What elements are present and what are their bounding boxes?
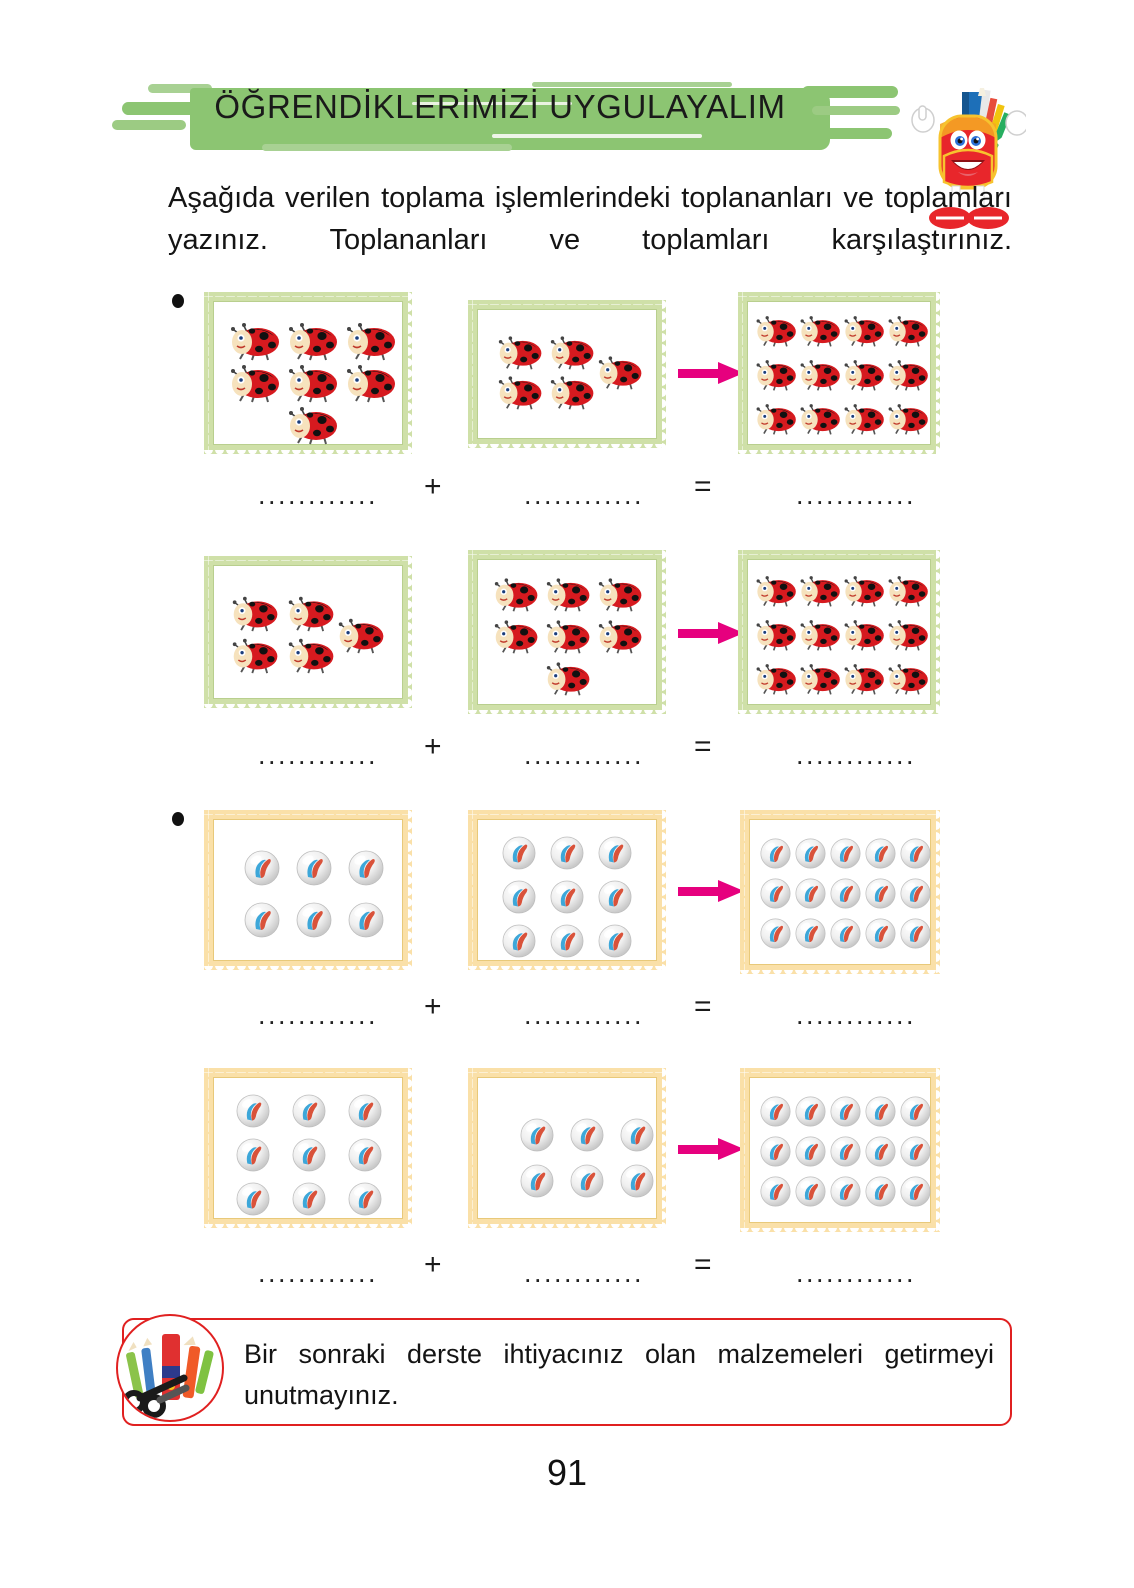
marble-group-9	[478, 820, 656, 960]
sum-blank-row2[interactable]: ............	[796, 740, 917, 770]
equals-arrow-row2	[678, 620, 744, 646]
equation-line-row3: ............ + ............ = ..........…	[0, 990, 1134, 1034]
addend2-blank-row1[interactable]: ............	[524, 480, 645, 510]
equals-sign-row3: =	[694, 990, 712, 1023]
addend2-box-row4[interactable]	[468, 1068, 666, 1228]
sum-blank-row3[interactable]: ............	[796, 1000, 917, 1030]
addend2-box-row2[interactable]	[468, 550, 666, 714]
reminder-note: Bir sonraki derste ihtiyacınız olan malz…	[116, 1314, 1012, 1426]
marble-group-15	[750, 820, 931, 964]
addend1-blank-row2[interactable]: ............	[258, 740, 379, 770]
addend1-blank-row1[interactable]: ............	[258, 480, 379, 510]
equals-arrow-row4	[678, 1136, 744, 1162]
instruction-text: Aşağıda verilen toplama işlemlerindeki t…	[168, 182, 1012, 256]
page-title: ÖĞRENDİKLERİMİZİ UYGULAYALIM	[214, 88, 786, 125]
exercise-row-4	[0, 1068, 1134, 1238]
addend2-blank-row3[interactable]: ............	[524, 1000, 645, 1030]
equals-sign-row1: =	[694, 470, 712, 503]
page-header: ÖĞRENDİKLERİMİZİ UYGULAYALIM	[0, 62, 1134, 229]
exercise-row-2	[0, 550, 1134, 720]
ladybug-group-12	[748, 560, 930, 704]
sum-blank-row1[interactable]: ............	[796, 480, 917, 510]
equals-arrow-row1	[678, 360, 744, 386]
addend2-blank-row2[interactable]: ............	[524, 740, 645, 770]
bullet-marker	[172, 294, 184, 308]
addend1-blank-row3[interactable]: ............	[258, 1000, 379, 1030]
addend1-box-row3[interactable]	[204, 810, 412, 970]
addend2-box-row3[interactable]	[468, 810, 666, 970]
header-brush-stroke	[112, 80, 902, 158]
ladybug-group-12	[748, 302, 930, 444]
equals-sign-row4: =	[694, 1248, 712, 1281]
plus-sign-row3: +	[424, 990, 442, 1023]
equation-line-row1: ............ + ............ = ..........…	[0, 470, 1134, 514]
sum-box-row1[interactable]	[738, 292, 940, 454]
plus-sign-row4: +	[424, 1248, 442, 1281]
marble-group-9	[214, 1078, 402, 1218]
bullet-marker	[172, 812, 184, 826]
addend2-box-row1[interactable]	[468, 300, 666, 448]
reminder-text: Bir sonraki derste ihtiyacınız olan malz…	[244, 1339, 994, 1410]
ladybug-group-7	[214, 302, 402, 445]
exercise-row-1	[0, 292, 1134, 462]
addend2-blank-row4[interactable]: ............	[524, 1258, 645, 1288]
sum-box-row2[interactable]	[738, 550, 940, 714]
equals-sign-row2: =	[694, 730, 712, 763]
stationery-scissors-icon	[116, 1314, 224, 1422]
ladybug-group-7	[478, 560, 656, 704]
equation-line-row4: ............ + ............ = ..........…	[0, 1248, 1134, 1292]
marble-group-6	[478, 1078, 656, 1218]
addend1-blank-row4[interactable]: ............	[258, 1258, 379, 1288]
plus-sign-row2: +	[424, 730, 442, 763]
sum-box-row4[interactable]	[740, 1068, 940, 1232]
marble-group-6	[214, 820, 402, 960]
addend1-box-row1[interactable]	[204, 292, 412, 454]
ladybug-group-5	[478, 310, 656, 438]
addend1-box-row4[interactable]	[204, 1068, 412, 1228]
equation-line-row2: ............ + ............ = ..........…	[0, 730, 1134, 774]
page-number: 91	[546, 1452, 588, 1493]
marble-group-15	[750, 1078, 931, 1222]
sum-blank-row4[interactable]: ............	[796, 1258, 917, 1288]
equals-arrow-row3	[678, 878, 744, 904]
exercise-row-3	[0, 810, 1134, 980]
plus-sign-row1: +	[424, 470, 442, 503]
sum-box-row3[interactable]	[740, 810, 940, 974]
addend1-box-row2[interactable]	[204, 556, 412, 708]
backpack-mascot-icon	[906, 78, 1029, 238]
ladybug-group-5	[214, 566, 402, 698]
